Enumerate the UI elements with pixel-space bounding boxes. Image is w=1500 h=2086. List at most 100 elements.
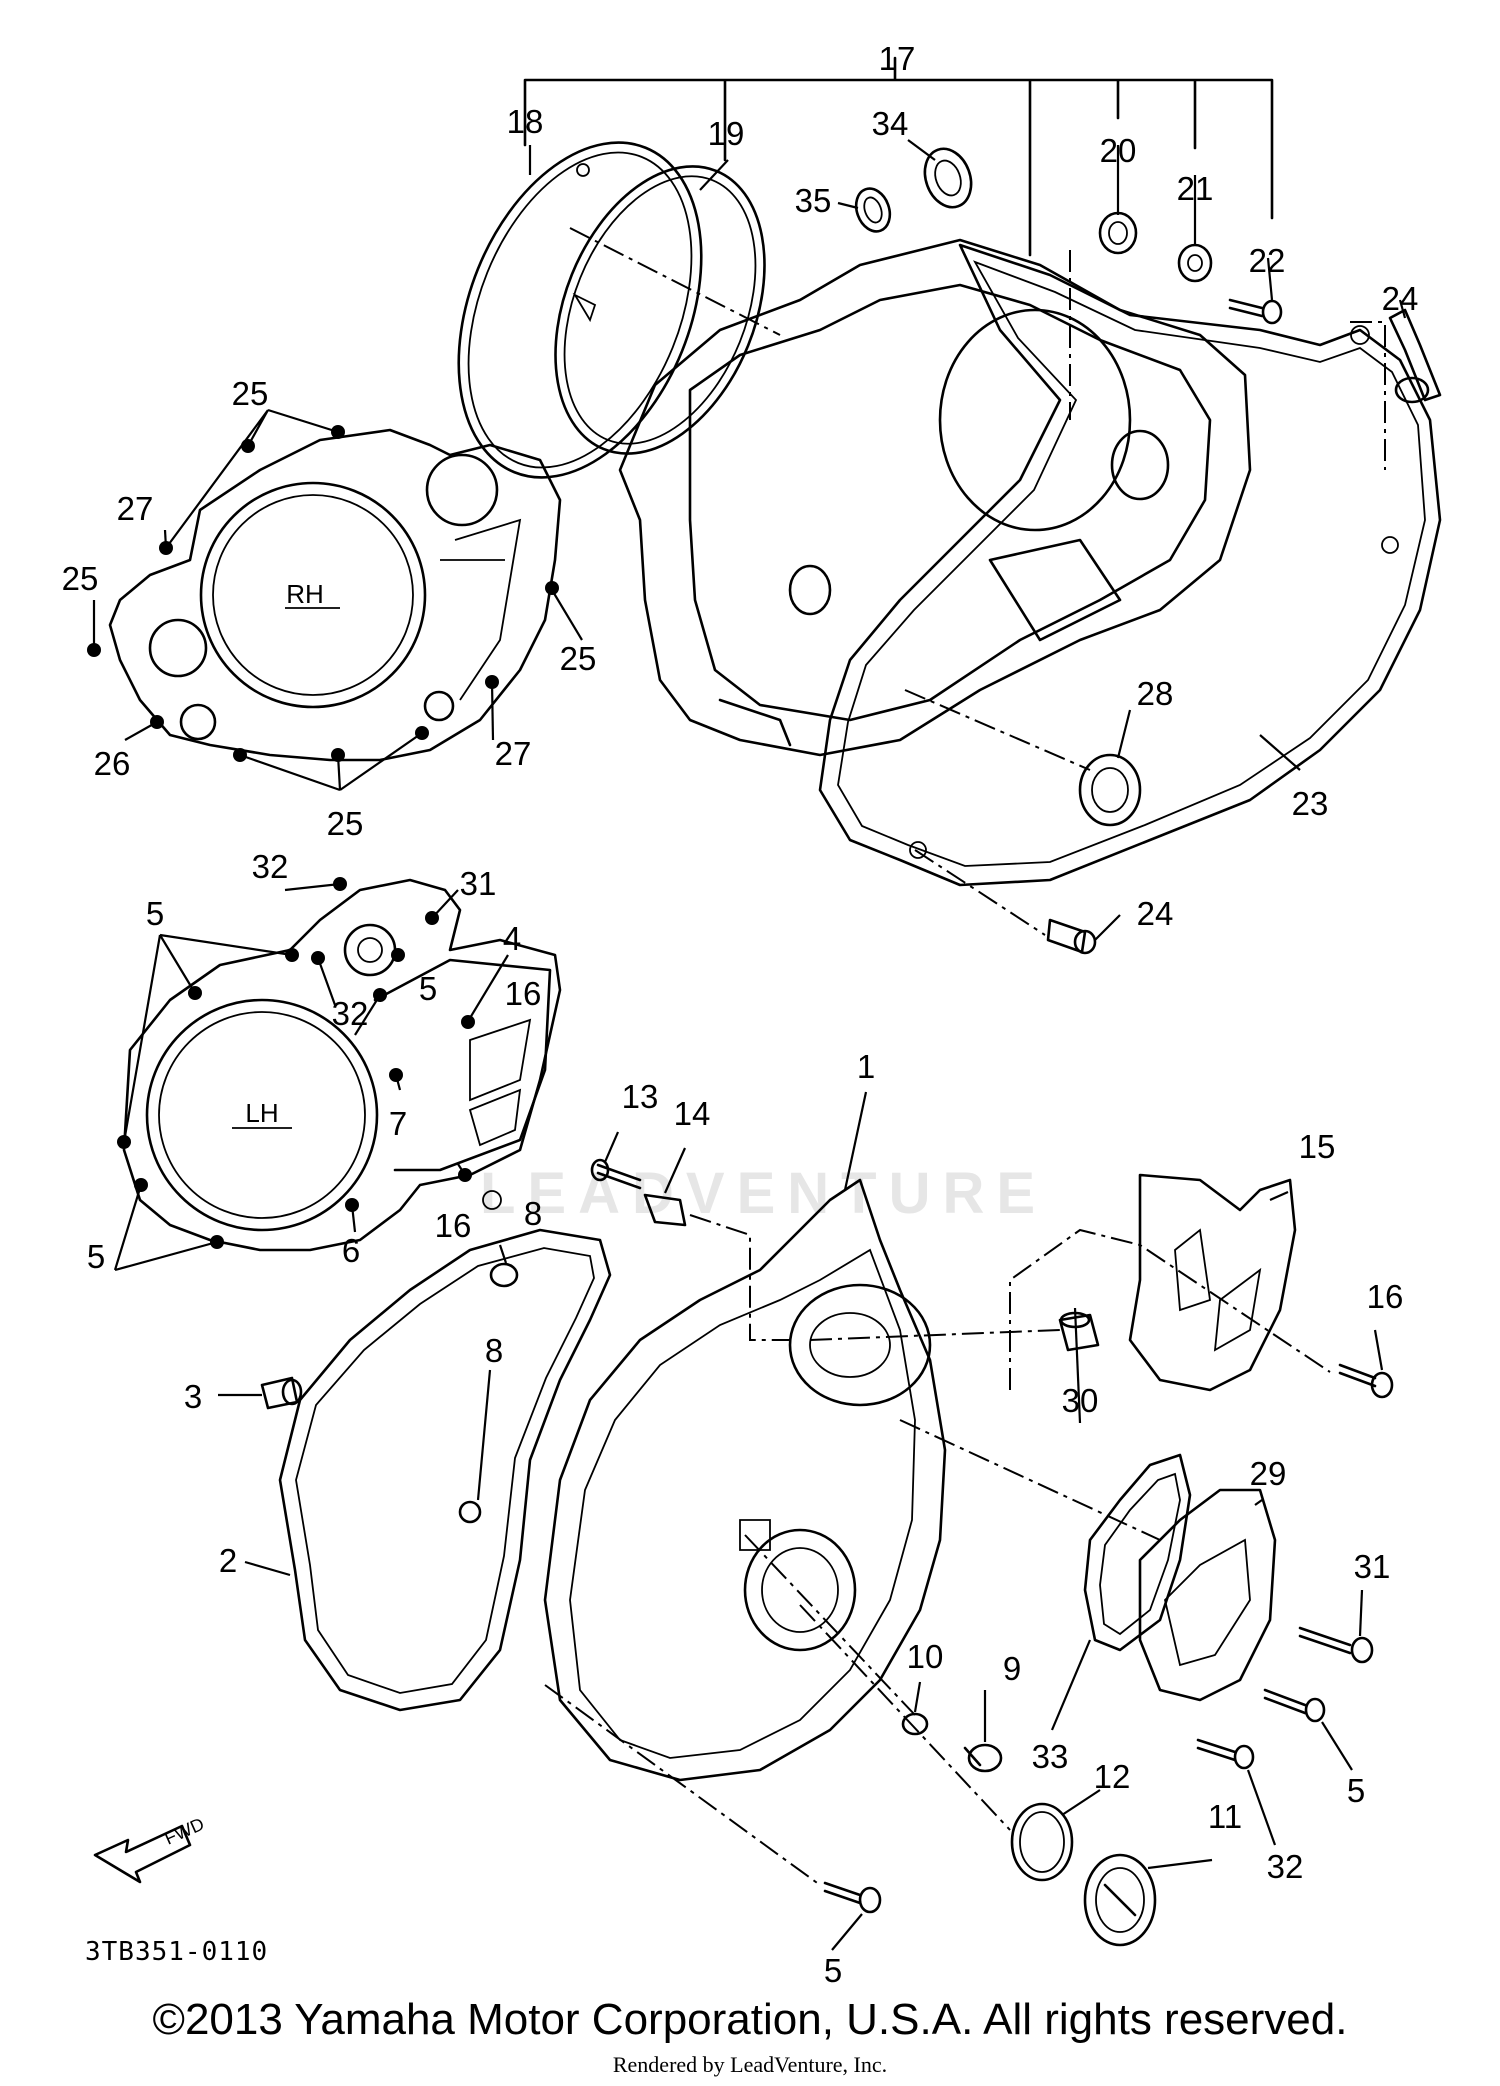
callout-8-lower: 8	[485, 1332, 503, 1369]
part-14-clamp	[643, 1193, 687, 1227]
callout-25-bottom: 25	[327, 805, 364, 842]
callout-7: 7	[389, 1105, 407, 1142]
callout-2: 2	[219, 1542, 237, 1579]
right-crankcase-cover	[618, 238, 1252, 757]
callout-31-top: 31	[460, 865, 497, 902]
fwd-label: FWD	[161, 1814, 207, 1849]
fwd-arrow-icon: FWD	[93, 1814, 207, 1884]
rendered-by-note: Rendered by LeadVenture, Inc.	[612, 2052, 888, 2077]
callout-18: 18	[507, 103, 544, 140]
callout-24-lower: 24	[1137, 895, 1174, 932]
callout-6: 6	[342, 1232, 360, 1269]
group-bracket-17	[523, 56, 1274, 257]
callout-15: 15	[1299, 1128, 1336, 1165]
part-22-bolt	[1228, 298, 1283, 325]
part-16-bolt	[1338, 1363, 1394, 1399]
callout-26: 26	[94, 745, 131, 782]
part-13-bolt	[590, 1158, 642, 1190]
callout-23: 23	[1292, 785, 1329, 822]
axis-line-30	[809, 1329, 1061, 1341]
copyright-notice: ©2013 Yamaha Motor Corporation, U.S.A. A…	[152, 1995, 1348, 2044]
axis-line-16	[1009, 1228, 1331, 1390]
callout-14: 14	[674, 1095, 711, 1132]
part-8-oring-a	[489, 1262, 519, 1288]
callout-5-center: 5	[419, 970, 437, 1007]
leadventure-watermark: LEADVENTURE	[480, 1161, 1048, 1226]
callout-33: 33	[1032, 1738, 1069, 1775]
callout-16-lh: 16	[505, 975, 542, 1012]
axis-line-24a	[1350, 321, 1386, 470]
callout-10: 10	[907, 1638, 944, 1675]
axis-line-14	[689, 1214, 790, 1341]
callout-35: 35	[795, 182, 832, 219]
callout-27-left: 27	[117, 490, 154, 527]
callout-25-left: 25	[62, 560, 99, 597]
callout-20: 20	[1100, 132, 1137, 169]
part-31-bolt	[1298, 1626, 1374, 1664]
callout-16-lh-bottom: 16	[435, 1207, 472, 1244]
part-11-cap	[1083, 1853, 1157, 1947]
callout-9: 9	[1003, 1650, 1021, 1687]
axis-line-18	[569, 227, 781, 336]
callout-leaders	[92, 139, 1407, 1951]
part-35-seal	[854, 187, 892, 233]
callout-32-mid: 32	[332, 995, 369, 1032]
callout-24-upper: 24	[1382, 280, 1419, 317]
part-15-chain-guard	[1128, 1173, 1297, 1392]
callout-21: 21	[1177, 170, 1214, 207]
part-24a-dowel	[1388, 308, 1442, 404]
callout-22: 22	[1249, 242, 1286, 279]
callout-5-right: 5	[1347, 1772, 1365, 1809]
part-29-cover	[1138, 1488, 1277, 1702]
rh-side-view	[87, 425, 562, 762]
lh-label: LH	[245, 1098, 278, 1128]
callout-3: 3	[184, 1378, 202, 1415]
part-24b-dowel	[1046, 918, 1097, 955]
part-34-seal	[923, 147, 973, 209]
part-21-washer	[1177, 243, 1213, 283]
part-9-plug	[963, 1743, 1003, 1773]
axis-line-29	[899, 1419, 1161, 1541]
part-10-oring	[901, 1712, 929, 1736]
drawing-code: 3TB351-0110	[85, 1937, 268, 1967]
axis-line-10	[744, 1534, 916, 1716]
axis-line-24b	[914, 849, 1046, 936]
part-18-plate	[457, 141, 703, 479]
callout-30: 30	[1062, 1382, 1099, 1419]
callout-5-bottom: 5	[824, 1952, 842, 1989]
callout-31-lower: 31	[1354, 1548, 1391, 1585]
part-28-bearing	[1078, 753, 1142, 827]
part-12-oring	[1010, 1802, 1074, 1882]
callout-5-left-bottom: 5	[87, 1238, 105, 1275]
part-32-bolt	[1196, 1738, 1255, 1770]
part-5-bolt-b	[823, 1881, 882, 1914]
callout-25-top: 25	[232, 375, 269, 412]
callout-27-right: 27	[495, 735, 532, 772]
callout-19: 19	[708, 115, 745, 152]
callout-8-upper: 8	[524, 1195, 542, 1232]
callout-12: 12	[1094, 1758, 1131, 1795]
part-3-dowel	[260, 1376, 303, 1410]
callout-16-lower: 16	[1367, 1278, 1404, 1315]
part-19-gasket	[554, 165, 766, 455]
part-5-bolt-a	[1263, 1688, 1326, 1723]
callout-4: 4	[503, 920, 521, 957]
callout-1: 1	[857, 1048, 875, 1085]
gasket-2	[278, 1228, 612, 1712]
callout-13: 13	[622, 1078, 659, 1115]
callout-34: 34	[872, 105, 909, 142]
left-crankcase-cover-1	[543, 1178, 947, 1782]
rh-label: RH	[286, 579, 324, 609]
gasket-23	[818, 243, 1442, 887]
lh-side-view	[117, 877, 562, 1252]
axis-line-5	[544, 1684, 821, 1886]
part-20-bushing	[1098, 211, 1138, 255]
part-33-gasket	[1083, 1453, 1192, 1652]
callout-32-lower: 32	[1267, 1848, 1304, 1885]
part-30-collar	[1058, 1311, 1100, 1352]
axis-line-28	[904, 689, 1091, 771]
callout-11: 11	[1208, 1798, 1242, 1835]
callout-17: 17	[879, 40, 916, 77]
callout-5-left-top: 5	[146, 895, 164, 932]
